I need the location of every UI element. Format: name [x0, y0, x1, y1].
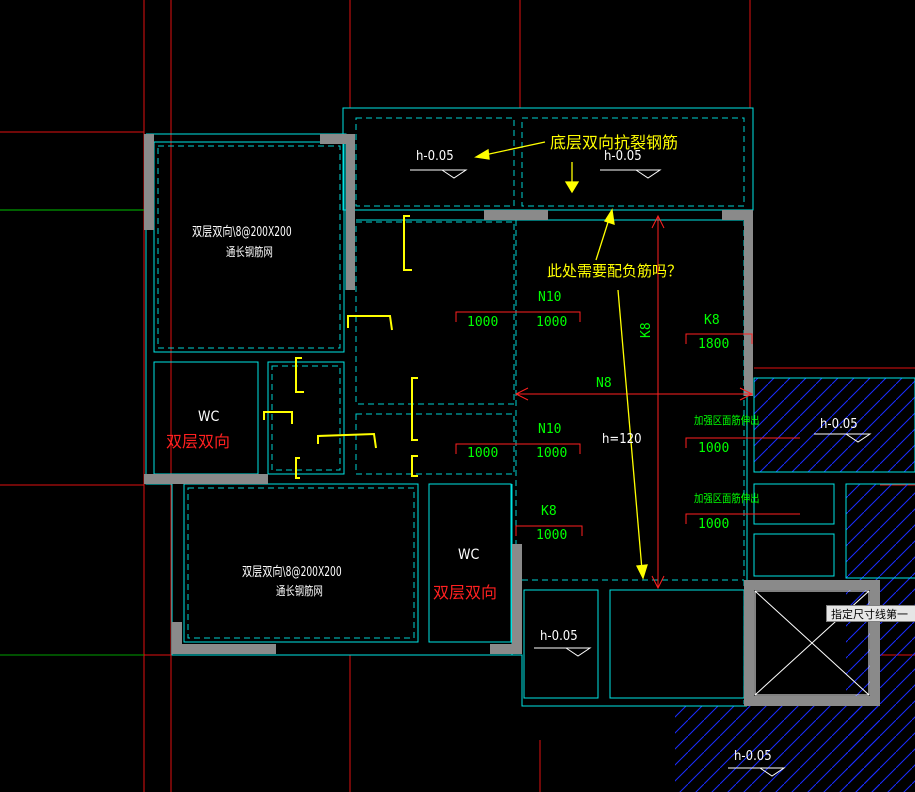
room-wc-left-name: WC [198, 409, 220, 425]
elevation-label-2: h-0.05 [604, 149, 642, 164]
dim-n10-mid-left: 1000 [467, 446, 499, 461]
reinforced-area-note-1: 加强区面筋伸出 [694, 414, 760, 427]
elevation-label-5: h-0.05 [734, 749, 772, 764]
rebar-mark-n10-mid: N10 [538, 422, 562, 437]
annotation-arrows [474, 141, 648, 580]
annotation-bottom-crack-rebar: 底层双向抗裂钢筋 [550, 133, 679, 152]
slab-note-bottom-left-line1: 双层双向\8@200X200 [242, 565, 342, 580]
dim-reinforced-2: 1000 [698, 517, 730, 532]
slab-dashed-lines [157, 117, 745, 704]
rebar-hooks [263, 215, 418, 479]
slab-note-top-left-line2: 通长钢筋网 [226, 245, 273, 259]
annotation-negative-rebar-question: 此处需要配负筋吗？ [547, 262, 683, 280]
slab-note-bottom-left-line2: 通长钢筋网 [276, 584, 323, 598]
rebar-mark-k8-right: K8 [704, 313, 720, 328]
dim-reinforced-1: 1000 [698, 441, 730, 456]
dim-n10-top-right: 1000 [536, 315, 568, 330]
axis-lines-green [0, 209, 144, 656]
dim-n10-mid-right: 1000 [536, 446, 568, 461]
elevation-label-3: h-0.05 [820, 417, 858, 432]
wall-fills [144, 134, 880, 706]
elevation-label-4: h-0.05 [540, 629, 578, 644]
dim-k8-bottom: 1000 [536, 528, 568, 543]
hatched-zones [675, 378, 915, 792]
dimension-tooltip: 指定尺寸线第一 [826, 605, 915, 622]
rebar-mark-k8-bottom: K8 [541, 504, 557, 519]
slab-note-top-left-line1: 双层双向\8@200X200 [192, 225, 292, 240]
rebar-mark-n8: N8 [596, 376, 612, 391]
rebar-mark-k8-vertical: K8 [639, 322, 654, 338]
dim-k8-right: 1800 [698, 337, 730, 352]
elevation-symbols [410, 169, 872, 777]
reinforced-area-note-2: 加强区面筋伸出 [694, 492, 760, 505]
slab-thickness-label: h=120 [602, 432, 642, 447]
elevation-label-1: h-0.05 [416, 149, 454, 164]
dim-n10-top-left: 1000 [467, 315, 499, 330]
rebar-dimension-lines [455, 214, 800, 590]
rebar-mark-n10-top: N10 [538, 290, 562, 305]
room-wc-left-note: 双层双向 [166, 432, 231, 451]
room-wc-middle-note: 双层双向 [433, 583, 498, 602]
room-wc-middle-name: WC [458, 547, 480, 563]
